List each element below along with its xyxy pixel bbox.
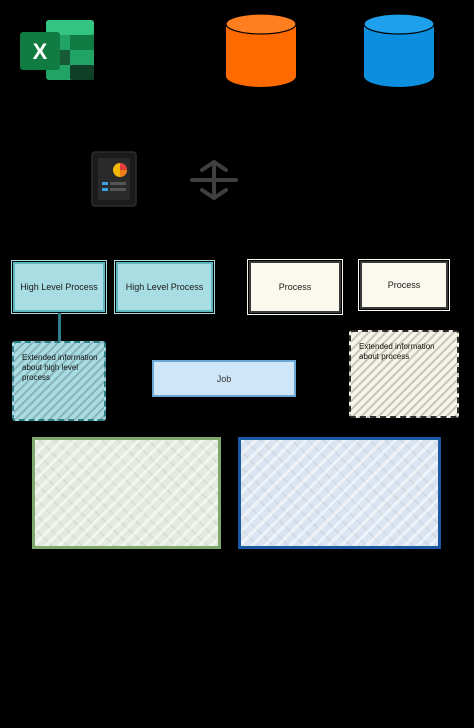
note-high-level-process: Extended information about high level pr… bbox=[12, 341, 106, 421]
excel-glyph: X bbox=[33, 39, 48, 64]
connector-icon bbox=[188, 158, 240, 202]
database-orange-icon bbox=[224, 12, 298, 88]
process-box-1: Process bbox=[247, 259, 343, 315]
job-box: Job bbox=[152, 360, 296, 397]
connector-line bbox=[58, 313, 61, 341]
database-blue-icon bbox=[362, 12, 436, 88]
blue-container bbox=[238, 437, 441, 549]
excel-icon: X bbox=[18, 18, 96, 82]
process-box-2: Process bbox=[358, 259, 450, 311]
high-level-process-box-1: High Level Process bbox=[11, 260, 107, 314]
high-level-process-box-2: High Level Process bbox=[114, 260, 215, 314]
report-icon bbox=[86, 150, 142, 208]
note-process: Extended information about process bbox=[349, 330, 459, 418]
green-container bbox=[32, 437, 221, 549]
